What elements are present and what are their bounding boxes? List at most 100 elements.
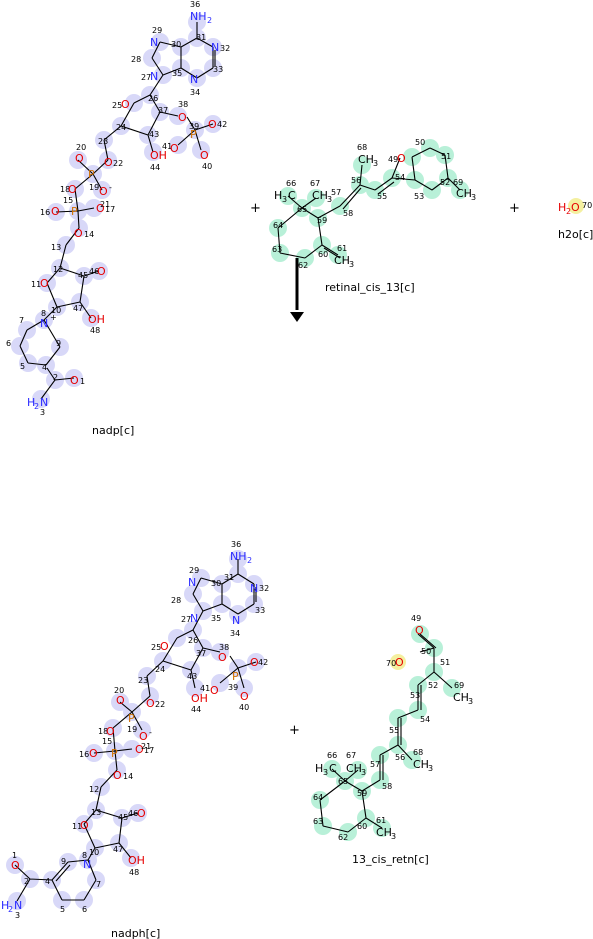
svg-text:O: O [106,725,115,738]
svg-text:P: P [190,128,197,141]
svg-text:-: - [109,183,112,192]
svg-text:16: 16 [79,750,89,759]
svg-text:49: 49 [388,155,398,164]
svg-text:18: 18 [98,727,108,736]
svg-text:54: 54 [420,715,430,724]
plus-sign-2: + [509,201,520,216]
svg-text:49: 49 [411,614,421,623]
svg-text:31: 31 [196,33,206,42]
svg-text:N: N [14,899,22,912]
svg-text:O: O [240,690,249,703]
svg-text:CH: CH [456,187,472,200]
svg-text:N: N [250,582,258,595]
svg-text:68: 68 [413,748,423,757]
svg-text:5: 5 [20,362,25,371]
svg-text:24: 24 [155,665,165,674]
svg-text:45: 45 [118,813,128,822]
svg-text:69: 69 [454,681,464,690]
svg-text:27: 27 [181,615,191,624]
svg-text:34: 34 [230,629,240,638]
svg-text:19: 19 [89,183,99,192]
svg-text:36: 36 [231,540,241,549]
svg-text:38: 38 [219,643,229,652]
svg-text:36: 36 [190,0,200,9]
svg-text:3: 3 [361,768,366,777]
label-13-cis-retn: 13_cis_retn[c] [352,853,429,866]
svg-text:P: P [111,747,118,760]
svg-text:28: 28 [131,55,141,64]
svg-text:66: 66 [327,751,337,760]
svg-text:O: O [70,374,79,387]
svg-text:3: 3 [471,193,476,202]
svg-text:3: 3 [349,260,354,269]
svg-text:N: N [150,36,158,49]
svg-text:11: 11 [31,280,41,289]
svg-text:2: 2 [53,373,58,382]
svg-text:6: 6 [82,905,87,914]
label-retinal-cis-13: retinal_cis_13[c] [325,281,415,294]
svg-text:CH: CH [413,758,429,771]
svg-text:24: 24 [116,123,126,132]
svg-text:P: P [88,168,95,181]
svg-text:33: 33 [255,606,265,615]
svg-text:52: 52 [428,681,438,690]
svg-text:O: O [89,747,98,760]
svg-text:CH: CH [334,254,350,267]
svg-text:4: 4 [45,877,50,886]
svg-text:34: 34 [190,88,200,97]
svg-text:N: N [188,576,196,589]
svg-text:N: N [190,73,198,86]
svg-text:3: 3 [15,911,20,920]
svg-text:O: O [74,227,83,240]
svg-text:25: 25 [151,643,161,652]
svg-text:21: 21 [100,200,110,209]
svg-text:N: N [211,41,219,54]
svg-text:-: - [149,728,152,737]
svg-text:4: 4 [42,363,47,372]
svg-text:O: O [135,743,144,756]
svg-text:51: 51 [441,152,451,161]
svg-text:3: 3 [428,764,433,773]
svg-text:18: 18 [60,185,70,194]
svg-text:20: 20 [76,143,86,152]
svg-text:51: 51 [440,658,450,667]
svg-text:1: 1 [80,377,85,386]
svg-text:46: 46 [128,809,138,818]
svg-text:61: 61 [376,816,386,825]
svg-text:O: O [170,142,179,155]
svg-text:16: 16 [40,208,50,217]
svg-text:+: + [50,313,57,322]
svg-text:20: 20 [114,686,124,695]
svg-text:O: O [200,149,209,162]
svg-text:2: 2 [207,16,212,25]
svg-text:35: 35 [172,69,182,78]
svg-text:OH: OH [128,854,145,867]
svg-text:12: 12 [53,265,63,274]
svg-text:O: O [178,111,187,124]
reaction-arrow [290,258,304,322]
svg-text:P: P [232,670,239,683]
svg-text:O: O [121,98,130,111]
svg-text:O: O [99,185,108,198]
svg-text:3: 3 [40,408,45,417]
svg-text:CH: CH [346,762,362,775]
svg-text:63: 63 [313,817,323,826]
svg-text:7: 7 [19,316,24,325]
svg-text:40: 40 [202,162,212,171]
svg-text:67: 67 [346,751,356,760]
svg-text:59: 59 [357,789,367,798]
svg-text:31: 31 [224,573,234,582]
svg-text:OH: OH [191,692,208,705]
svg-text:C: C [288,189,296,202]
svg-text:1: 1 [12,851,17,860]
svg-text:28: 28 [171,596,181,605]
svg-text:58: 58 [343,209,353,218]
svg-text:32: 32 [220,44,230,53]
svg-text:30: 30 [211,579,221,588]
svg-text:13: 13 [51,243,61,252]
svg-text:39: 39 [189,122,199,131]
svg-text:O: O [397,152,406,165]
svg-text:56: 56 [395,753,405,762]
svg-text:8: 8 [82,851,87,860]
